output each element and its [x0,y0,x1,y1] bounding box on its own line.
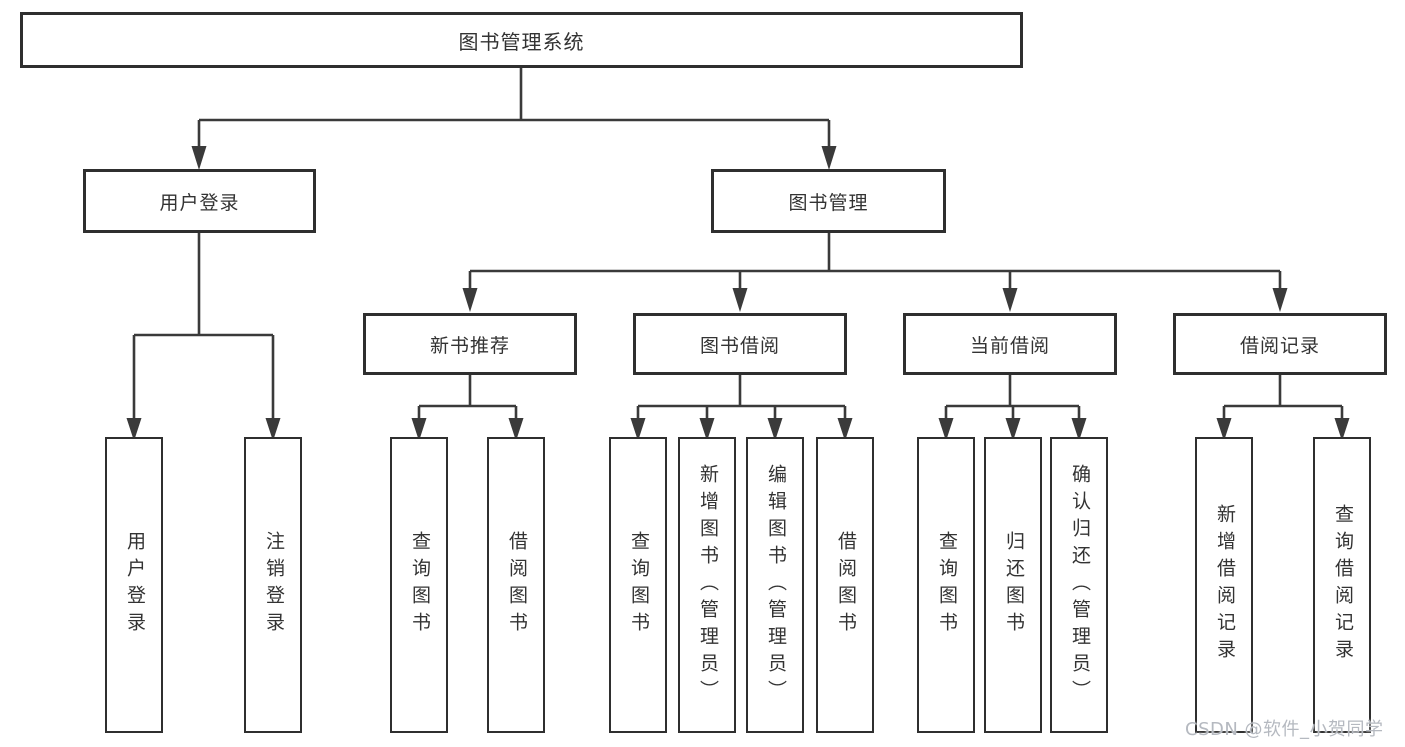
leaf-user-login: 用户登录 [105,437,163,733]
arrowhead [462,288,478,312]
leaf-label: 查询图书 [935,531,958,639]
connector-user-login-to-leaves [126,233,281,441]
leaf-label: 新增图书（管理员） [696,463,719,707]
connector-root-to-level2 [191,68,837,170]
leaf-label: 新增借阅记录 [1213,504,1236,666]
node-current-borrow: 当前借阅 [903,313,1117,375]
leaf-edit-book-admin: 编辑图书（管理员） [746,437,804,733]
arrowhead [265,418,281,441]
leaf-return-book: 归还图书 [984,437,1042,733]
node-borrow-records: 借阅记录 [1173,313,1387,375]
leaf-query-books-recommend: 查询图书 [390,437,448,733]
arrowhead [821,146,837,170]
connector-current-borrow-to-leaves [938,375,1087,441]
arrowhead [1334,418,1350,441]
leaf-label: 查询借阅记录 [1331,504,1354,666]
arrowhead [630,418,646,441]
leaf-add-borrow-record: 新增借阅记录 [1195,437,1253,733]
arrowhead [1002,288,1018,312]
leaf-label: 查询图书 [408,531,431,639]
leaf-label: 借阅图书 [834,531,857,639]
leaf-borrow-books-recommend: 借阅图书 [487,437,545,733]
leaf-label: 查询图书 [627,531,650,639]
leaf-logout: 注销登录 [244,437,302,733]
leaf-confirm-return-admin: 确认归还（管理员） [1050,437,1108,733]
arrowhead [191,146,207,170]
leaf-label: 注销登录 [262,531,285,639]
arrowhead [1071,418,1087,441]
arrowhead [767,418,783,441]
leaf-label: 归还图书 [1002,531,1025,639]
leaf-label: 借阅图书 [505,531,528,639]
connector-borrow-records-to-leaves [1216,375,1350,441]
arrowhead [411,418,427,441]
connector-new-book-to-leaves [411,375,524,441]
arrowhead [1216,418,1232,441]
node-book-borrow: 图书借阅 [633,313,847,375]
node-user-login: 用户登录 [83,169,316,233]
connector-book-management-to-level3 [462,233,1288,312]
arrowhead [1272,288,1288,312]
leaf-label: 编辑图书（管理员） [764,463,787,707]
arrowhead [508,418,524,441]
leaf-query-books-borrow: 查询图书 [609,437,667,733]
arrowhead [938,418,954,441]
arrowhead [837,418,853,441]
arrowhead [126,418,142,441]
connector-book-borrow-to-leaves [630,375,853,441]
arrowhead [1005,418,1021,441]
leaf-borrow-books: 借阅图书 [816,437,874,733]
leaf-label: 确认归还（管理员） [1068,463,1091,707]
arrowhead [699,418,715,441]
node-book-management: 图书管理 [711,169,946,233]
csdn-watermark: CSDN @软件_小贺同学 [1185,719,1384,740]
leaf-label: 用户登录 [123,531,146,639]
leaf-query-books-current: 查询图书 [917,437,975,733]
node-new-book-recommend: 新书推荐 [363,313,577,375]
leaf-add-book-admin: 新增图书（管理员） [678,437,736,733]
node-library-management-system: 图书管理系统 [20,12,1023,68]
arrowhead [732,288,748,312]
leaf-query-borrow-record: 查询借阅记录 [1313,437,1371,733]
